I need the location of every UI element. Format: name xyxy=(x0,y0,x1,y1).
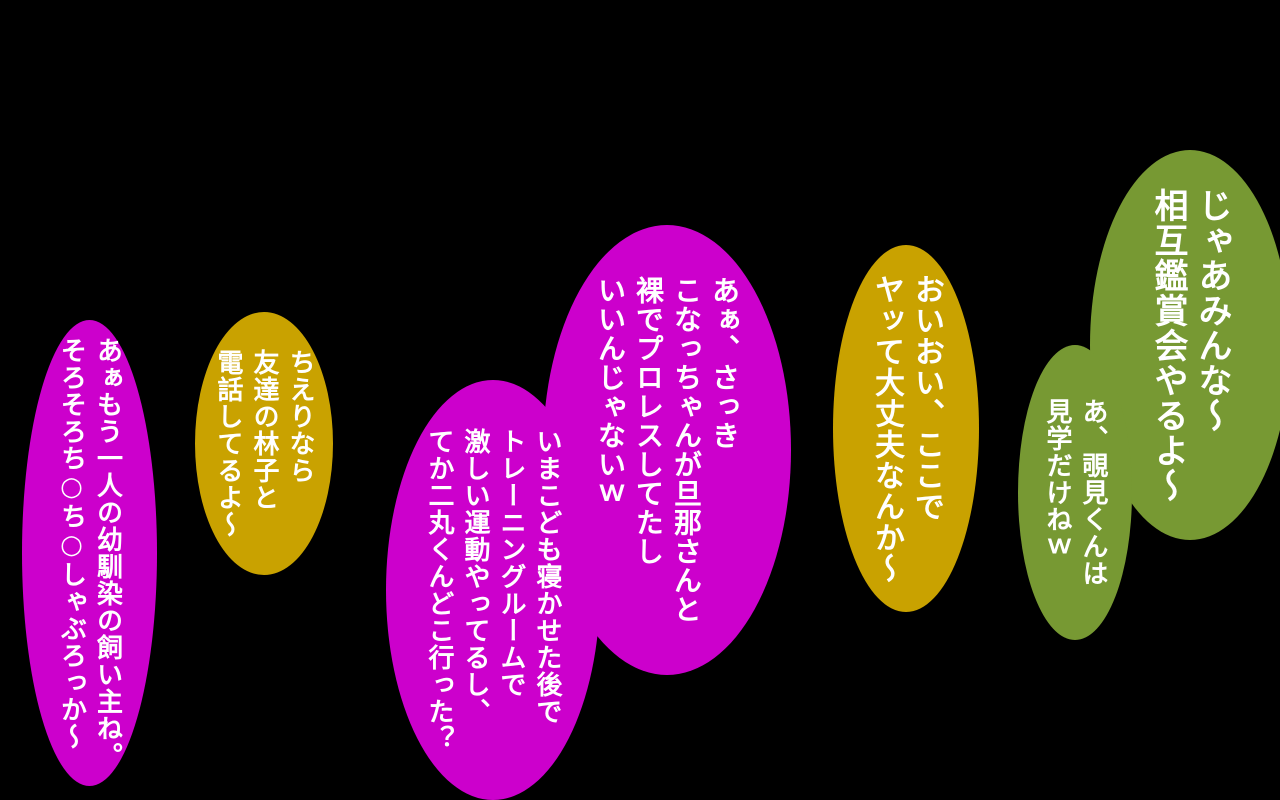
speech-bubble-text: あぁ、さっき こなっちゃんが旦那さんと 裸でプロレスしてたし いいんじゃないｗ xyxy=(594,276,741,624)
speech-bubble-text: ちえりなら 友達の林子と 電話してるよ〜 xyxy=(213,349,315,538)
speech-bubble-training-room: いまこども寝かせた後で トレーニングルームで 激しい運動やってるし、 てか二丸く… xyxy=(386,380,600,800)
speech-bubble-chieri-phone: ちえりなら 友達の林子と 電話してるよ〜 xyxy=(195,312,333,575)
speech-bubble-text: あぁもう一人の幼馴染の飼い主ね。 そろそろち○ち○しゃぶろっか〜 xyxy=(56,337,123,769)
speech-bubble-text: いまこども寝かせた後で トレーニングルームで 激しい運動やってるし、 てか二丸く… xyxy=(424,428,562,752)
speech-bubble-text: おいおい、ここで ヤッて大丈夫なんか〜 xyxy=(869,273,944,584)
speech-bubble-childhood-friend: あぁもう一人の幼馴染の飼い主ね。 そろそろち○ち○しゃぶろっか〜 xyxy=(22,320,157,786)
speech-bubble-is-it-okay: おいおい、ここで ヤッて大丈夫なんか〜 xyxy=(833,245,979,612)
speech-bubble-text: じゃあみんな〜 相互鑑賞会やるよ〜 xyxy=(1148,187,1232,503)
speech-bubble-observer: あ、覗見くんは 見学だけねｗ xyxy=(1018,345,1132,640)
speech-bubble-text: あ、覗見くんは 見学だけねｗ xyxy=(1042,398,1108,587)
